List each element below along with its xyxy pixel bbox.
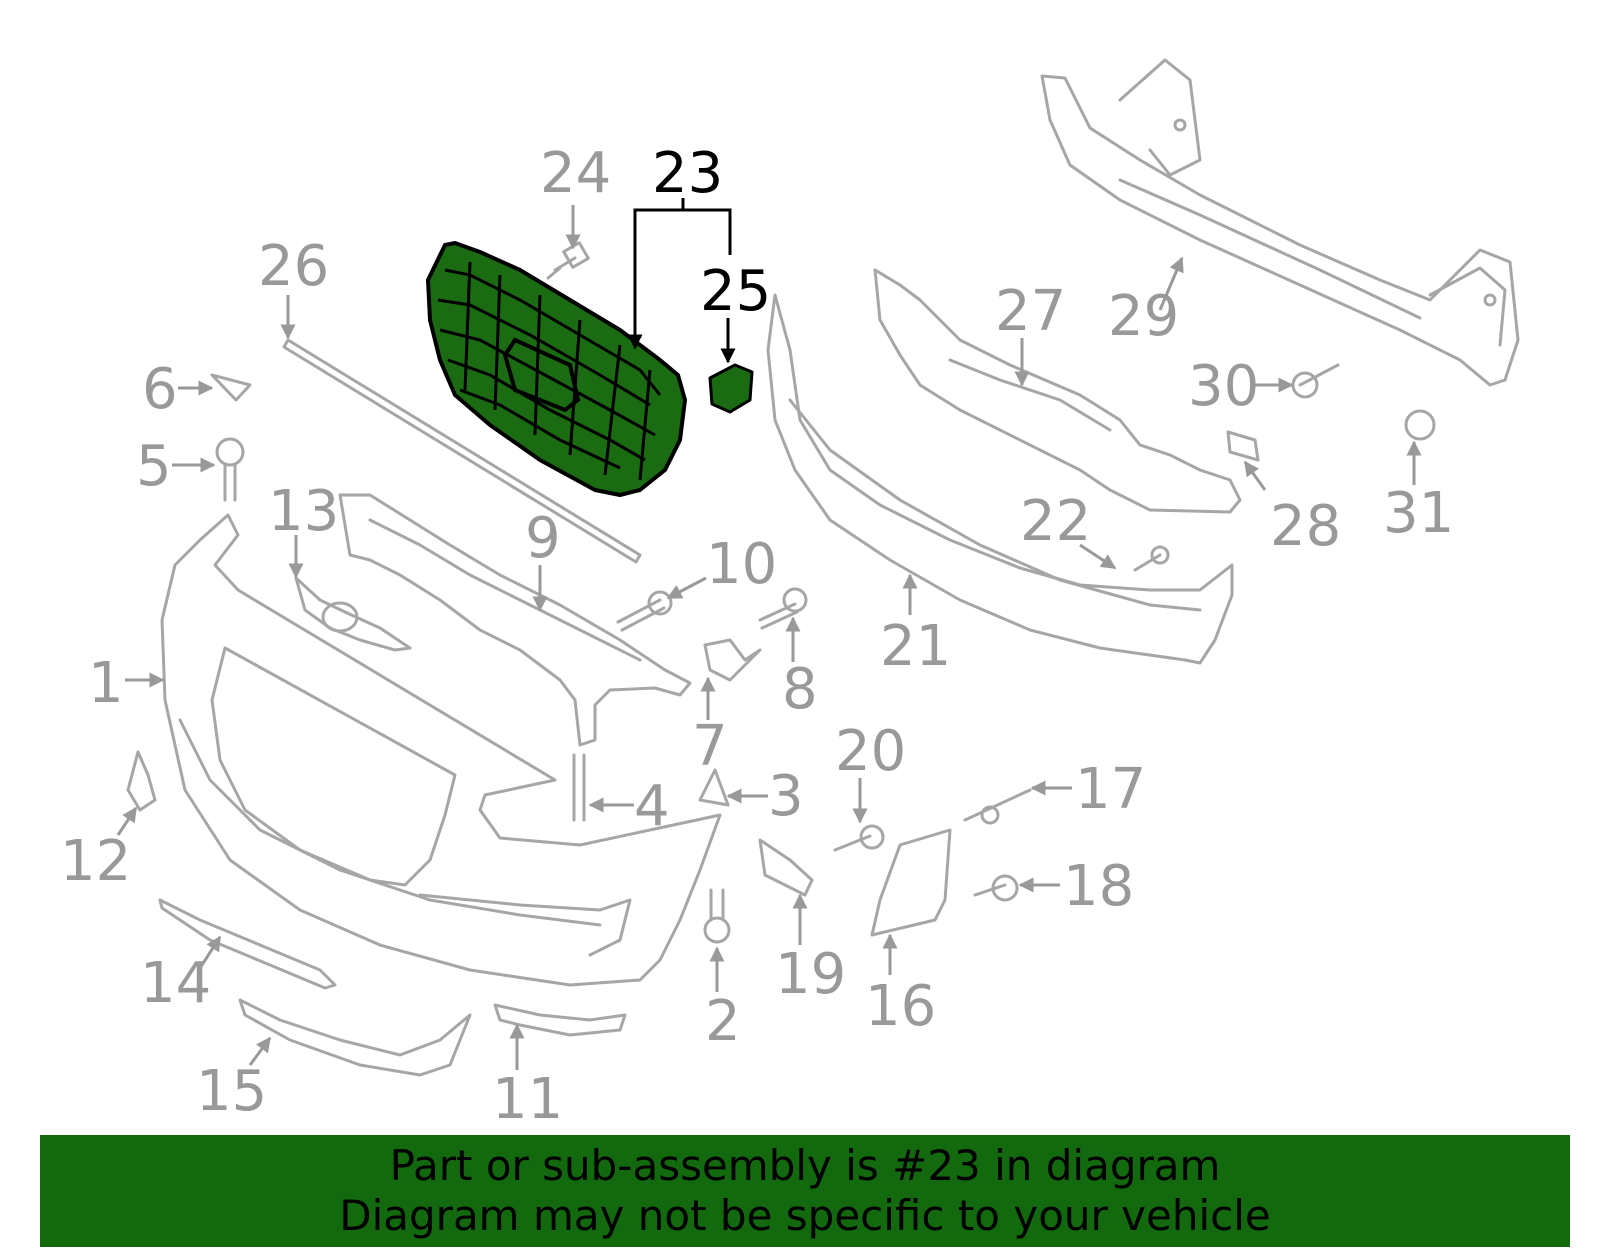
callout-4: 4: [634, 774, 670, 839]
callout-20: 20: [835, 719, 906, 784]
callout-25: 25: [700, 259, 771, 324]
callout-3: 3: [768, 764, 804, 829]
callout-30: 30: [1188, 354, 1259, 419]
grille-support-bracket: [338, 493, 692, 747]
callout-15: 15: [196, 1059, 267, 1124]
callout-11: 11: [492, 1067, 563, 1132]
info-banner: Part or sub-assembly is #23 in diagram D…: [40, 1135, 1570, 1247]
callout-22: 22: [1020, 489, 1091, 554]
callout-6: 6: [142, 357, 178, 422]
callout-2: 2: [705, 989, 741, 1054]
callout-14: 14: [140, 951, 211, 1016]
callout-29: 29: [1108, 284, 1179, 349]
callout-8: 8: [782, 657, 818, 722]
callout-19: 19: [775, 942, 846, 1007]
energy-absorber-lower: [766, 293, 1234, 665]
callout-12: 12: [60, 829, 131, 894]
callout-18: 18: [1063, 854, 1134, 919]
molding-strip: [282, 338, 642, 564]
callout-10: 10: [706, 532, 777, 597]
callout-17: 17: [1075, 757, 1146, 822]
callout-31: 31: [1383, 481, 1454, 546]
callout-26: 26: [258, 234, 329, 299]
grille-highlighted: [426, 241, 687, 497]
callout-13: 13: [268, 479, 339, 544]
callout-5: 5: [136, 434, 172, 499]
callout-16: 16: [865, 974, 936, 1039]
callout-21: 21: [880, 614, 951, 679]
callout-28: 28: [1270, 494, 1341, 559]
clip-highlighted: [708, 363, 754, 414]
callout-24: 24: [540, 141, 611, 206]
banner-line-disclaimer: Diagram may not be specific to your vehi…: [339, 1191, 1271, 1240]
reinforcement-beam: [1040, 58, 1520, 387]
bumper-cover: [160, 513, 722, 987]
banner-line-part: Part or sub-assembly is #23 in diagram: [389, 1141, 1221, 1190]
callout-9: 9: [525, 506, 561, 571]
callout-labels: 1 2 3 4 5 6 7 8 9 10 11 12 13 14 15 16 1…: [60, 141, 1454, 1132]
energy-absorber-upper: [873, 268, 1242, 514]
callout-1: 1: [88, 651, 124, 716]
leader-lines: [116, 198, 1422, 1070]
callout-27: 27: [995, 279, 1066, 344]
callout-7: 7: [692, 714, 728, 779]
emblem: [294, 576, 412, 652]
callout-23: 23: [652, 141, 723, 206]
